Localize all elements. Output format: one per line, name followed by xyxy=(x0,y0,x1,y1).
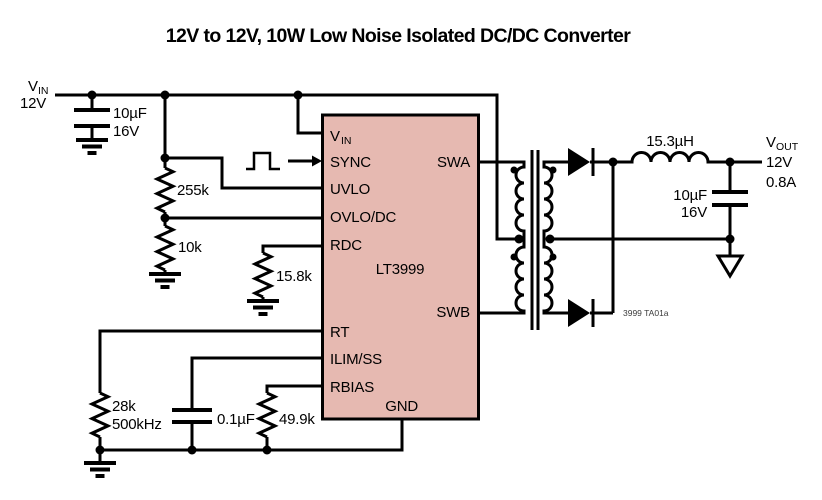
transformer-secondary-winding xyxy=(542,160,568,315)
ground-icon-rdc xyxy=(247,299,279,316)
label-r-49.9k: 49.9k xyxy=(279,411,315,428)
ground-icon-output xyxy=(715,254,745,279)
junction-dot xyxy=(293,90,303,100)
label-vin: V xyxy=(28,78,38,95)
label-input-cap-value: 10µF xyxy=(113,105,147,122)
ground-icon-input xyxy=(76,138,108,155)
phase-dot-secondary-bottom xyxy=(549,253,557,261)
schematic-title: 12V to 12V, 10W Low Noise Isolated DC/DC… xyxy=(166,25,632,47)
pin-label-swb: SWB xyxy=(436,304,470,321)
ground-icon-bottom xyxy=(84,461,116,478)
wire-uvlo-pin xyxy=(165,156,322,190)
junction-dot xyxy=(160,90,170,100)
junction-dot xyxy=(160,213,170,223)
transformer-primary-winding xyxy=(478,160,526,315)
label-vin-voltage: 12V xyxy=(20,95,46,112)
sync-arrow-icon xyxy=(312,155,322,167)
pin-label-gnd: GND xyxy=(385,398,418,415)
inductor-output-icon xyxy=(613,151,762,164)
label-vout-voltage: 12V xyxy=(766,154,792,171)
watermark-figure-id: 3999 TA01a xyxy=(623,308,669,318)
ic-part-number: LT3999 xyxy=(376,261,425,278)
diode-bottom-icon xyxy=(568,299,590,327)
junction-dot xyxy=(725,234,735,244)
diode-top-icon xyxy=(568,148,590,176)
pin-label-rdc: RDC xyxy=(330,237,362,254)
label-input-cap-rating: 16V xyxy=(113,123,139,140)
pin-label-vin: V xyxy=(330,128,340,145)
wire-vin-pin xyxy=(296,95,322,135)
pin-label-rbias: RBIAS xyxy=(330,379,374,396)
ic-lt3999-body xyxy=(321,113,480,421)
junction-dot xyxy=(545,234,555,244)
resistor-28k xyxy=(88,391,112,439)
label-r-255k: 255k xyxy=(177,182,209,199)
capacitor-input-icon xyxy=(74,108,110,128)
pin-label-uvlo: UVLO xyxy=(330,181,370,198)
phase-dot-secondary-top xyxy=(549,166,557,174)
junction-dot xyxy=(725,157,735,167)
label-inductor-value: 15.3µH xyxy=(646,133,693,150)
pin-label-sync: SYNC xyxy=(330,154,371,171)
junction-dot xyxy=(160,153,170,163)
label-rt-freq: 500kHz xyxy=(112,416,162,433)
phase-dot-primary-top xyxy=(510,166,518,174)
pin-label-swa: SWA xyxy=(437,154,470,171)
junction-dot xyxy=(95,445,105,455)
label-vin-sub: IN xyxy=(38,85,49,97)
junction-dot xyxy=(514,234,524,244)
pin-label-ilim: ILIM/SS xyxy=(330,351,382,368)
junction-dot xyxy=(262,445,272,455)
label-r-10k: 10k xyxy=(178,239,202,256)
ground-icon-divider xyxy=(149,272,181,289)
capacitor-softstart-icon xyxy=(172,408,212,424)
resistor-49.9k xyxy=(255,391,279,439)
transformer-core-icon xyxy=(530,150,540,330)
pin-label-ovlo: OVLO/DC xyxy=(330,209,396,226)
label-output-cap-value: 10µF xyxy=(673,187,707,204)
wire-gnd-rail xyxy=(100,419,404,452)
wire-rt-pin xyxy=(98,329,322,463)
junction-dot xyxy=(87,90,97,100)
pin-label-rt: RT xyxy=(330,324,349,341)
label-output-cap-rating: 16V xyxy=(681,204,707,221)
sync-pulse-icon xyxy=(246,151,280,171)
wire-ilim-pin xyxy=(190,356,322,450)
label-vout: V xyxy=(766,134,776,151)
junction-dot xyxy=(187,445,197,455)
wire-vin-rail xyxy=(55,93,517,241)
resistor-255k xyxy=(153,166,177,214)
label-vout-current: 0.8A xyxy=(766,174,796,191)
label-c-ss: 0.1µF xyxy=(217,411,255,428)
resistor-10k xyxy=(153,224,177,272)
wire-diode-bottom-out xyxy=(590,162,615,315)
capacitor-output-icon xyxy=(712,190,748,207)
pin-label-vin-sub: IN xyxy=(341,135,352,147)
label-r-28k: 28k xyxy=(112,398,136,415)
label-vout-sub: OUT xyxy=(776,141,799,153)
label-r-15.8k: 15.8k xyxy=(276,268,312,285)
resistor-15.8k xyxy=(251,251,275,299)
junction-dot xyxy=(608,157,618,167)
phase-dot-primary-bottom xyxy=(510,253,518,261)
